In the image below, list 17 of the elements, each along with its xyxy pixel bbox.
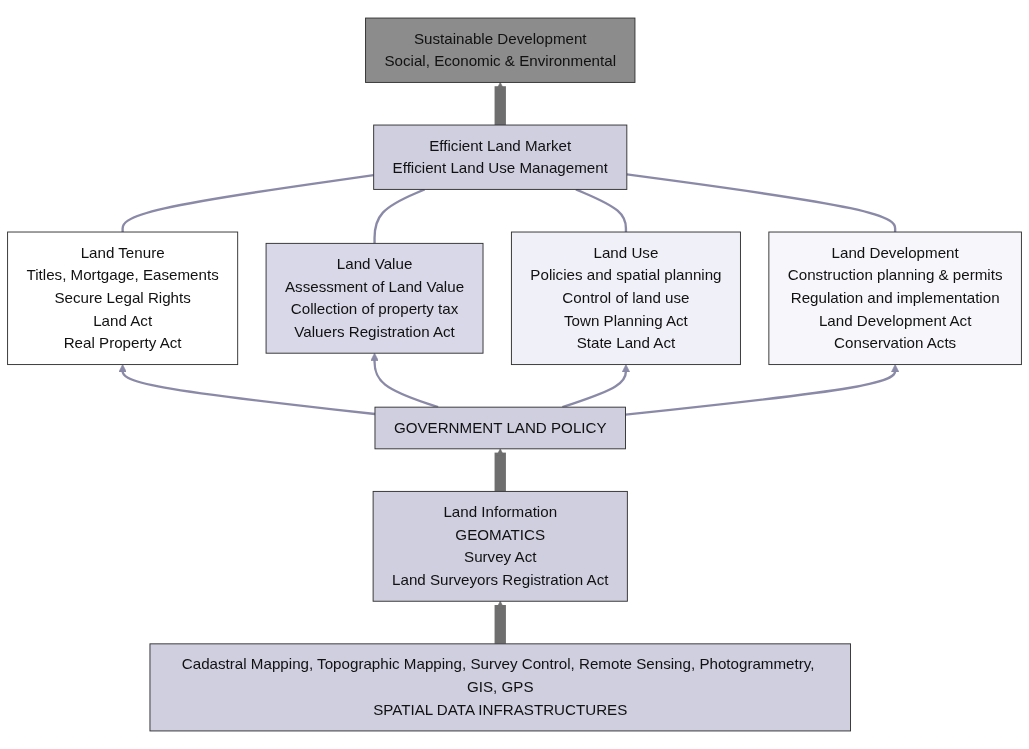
node-box: Land Development Construction planning & permits Regulation and implementation Land Development Act Conservation Acts <box>768 231 1022 366</box>
node-box: Land Value Assessment of Land Value Collection of property tax Valuers Registration Act <box>265 242 484 354</box>
connector <box>626 173 897 232</box>
arrow <box>118 364 376 416</box>
node-box: Sustainable Development Social, Economic & Environmental <box>365 17 636 83</box>
node-box: GOVERNMENT LAND POLICY <box>374 406 626 450</box>
connector <box>121 174 374 232</box>
node-box: Land Information GEOMATICS Survey Act Land Surveyors Registration Act <box>372 490 628 602</box>
arrow <box>625 364 900 416</box>
arrow <box>562 364 631 409</box>
node-box: Land Use Policies and spatial planning Control of land use Town Planning Act State Land Act <box>510 231 741 366</box>
node-box: Cadastral Mapping, Topographic Mapping, Survey Control, Remote Sensing, Photogrammetry, GIS, GPS SPATIAL DATA INFRASTRUCTURES <box>149 643 851 732</box>
connector <box>373 188 426 244</box>
arrow <box>370 352 439 409</box>
node-box: Efficient Land Market Efficient Land Use Management <box>373 124 628 190</box>
node-box: Land Tenure Titles, Mortgage, Easements Secure Legal Rights Land Act Real Property Act <box>7 231 239 366</box>
connector <box>575 188 628 232</box>
